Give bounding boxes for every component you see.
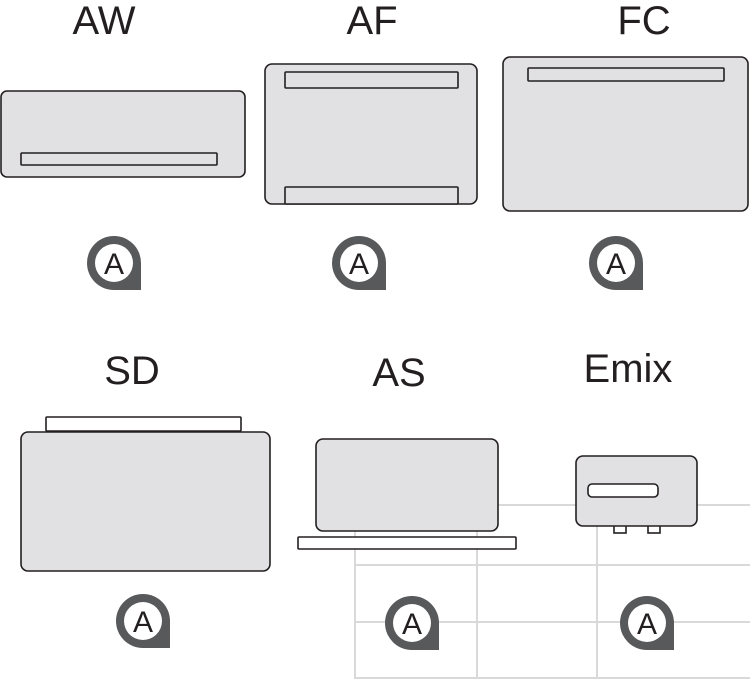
unit-label-sd: SD <box>104 349 160 393</box>
unit-label-as: AS <box>372 351 425 395</box>
ducted-unit-icon <box>20 416 271 572</box>
pin-aw-label: A <box>104 248 124 281</box>
pin-fc: A <box>589 236 643 290</box>
unit-label-af: AF <box>346 0 397 43</box>
floor-standing-unit-icon <box>264 63 478 205</box>
unit-aw: AW <box>0 0 246 178</box>
pin-sd-label: A <box>133 606 153 639</box>
fan-coil-unit-icon <box>502 56 749 212</box>
unit-fc: FC <box>502 0 749 212</box>
pin-af-label: A <box>349 248 369 281</box>
unit-sd: SD <box>20 349 271 572</box>
unit-label-fc: FC <box>617 0 670 43</box>
emix-unit-icon <box>575 455 698 534</box>
pin-as: A <box>385 596 439 650</box>
pin-aw: A <box>87 236 141 290</box>
pin-fc-label: A <box>606 248 626 281</box>
unit-emix: Emix <box>575 347 698 534</box>
pin-emix: A <box>620 596 674 650</box>
pin-as-label: A <box>402 608 422 641</box>
unit-af: AF <box>264 0 478 205</box>
pin-sd: A <box>116 594 170 648</box>
pin-emix-label: A <box>637 608 657 641</box>
ceiling-unit-icon <box>297 438 517 550</box>
pin-af: A <box>332 236 386 290</box>
unit-label-aw: AW <box>73 0 136 43</box>
unit-as: AS <box>297 351 517 550</box>
unit-label-emix: Emix <box>584 347 673 391</box>
wall-mounted-unit-icon <box>0 90 246 178</box>
